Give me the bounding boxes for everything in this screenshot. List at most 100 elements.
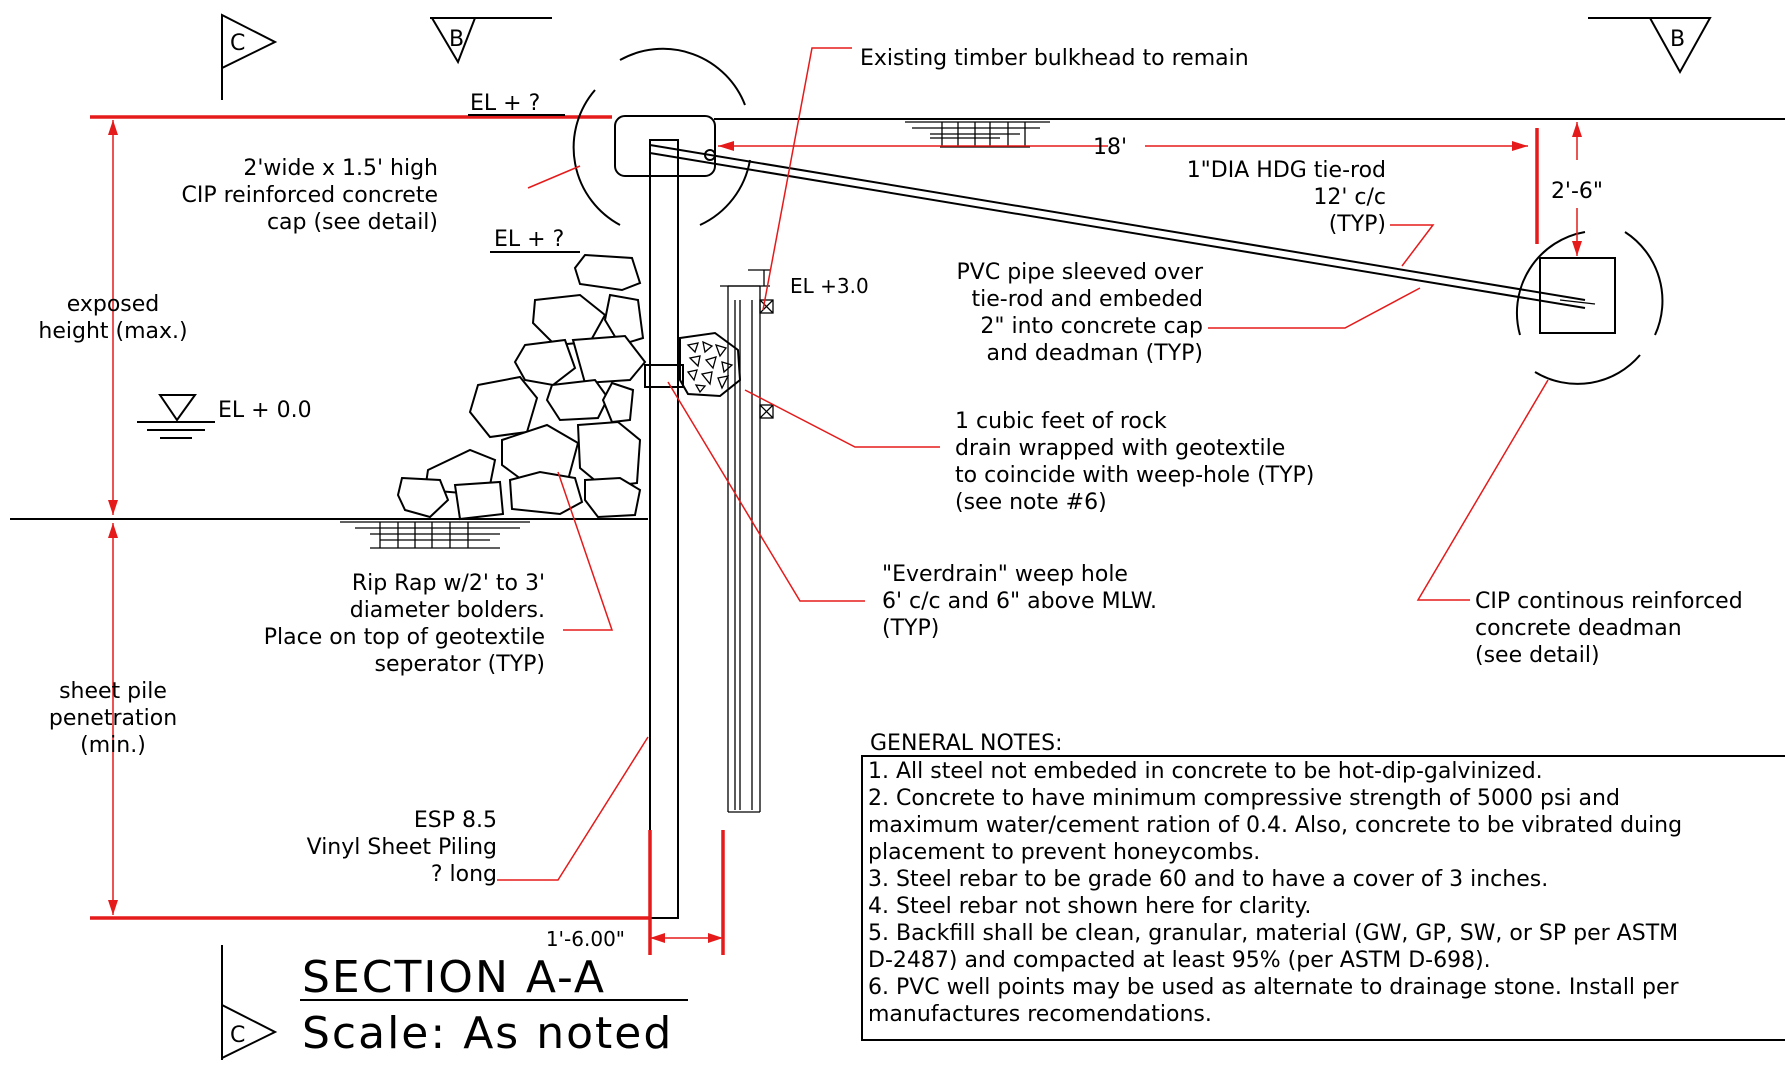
water-elevation-label: EL + 0.0 (218, 398, 312, 423)
section-marker-c-top-label: C (230, 31, 245, 56)
deadman-label-line-1: CIP continous reinforced (1475, 589, 1743, 614)
deadman-depth-label: 2'-6" (1551, 179, 1603, 204)
note-line-2: 2. Concrete to have minimum compressive … (868, 786, 1620, 811)
note-line-7: 5. Backfill shall be clean, granular, ma… (868, 921, 1678, 946)
rock-drain-label: 1 cubic feet of rock drain wrapped with … (955, 409, 1314, 515)
vinyl-sheet-pile (649, 139, 679, 919)
valve-symbol-lower (759, 404, 774, 419)
rip-rap-boulders (396, 253, 647, 521)
note-line-1: 1. All steel not embeded in concrete to … (868, 759, 1543, 784)
deadman-detail-circle (1515, 231, 1664, 385)
pvc-pipe-label-line-3: 2" into concrete cap (980, 314, 1203, 339)
notes-list: 1. All steel not embeded in concrete to … (868, 759, 1682, 1027)
exposed-height-label-line-2: height (max.) (38, 319, 187, 344)
leader-riprap (557, 471, 614, 631)
section-marker-b-right: B (1588, 17, 1712, 75)
rock-drain-label-line-2: drain wrapped with geotextile (955, 436, 1285, 461)
penetration-label-line-2: penetration (49, 706, 177, 731)
exposed-height-dimension (108, 120, 118, 515)
section-title: SECTION A-A (302, 952, 606, 1003)
weep-elevation-label: EL +3.0 (790, 274, 869, 298)
valve-symbol-upper (759, 299, 774, 314)
leader-deadman (1416, 379, 1549, 601)
water-level-symbol (137, 394, 215, 439)
concrete-deadman (1539, 257, 1616, 334)
sheet-piling-label-line-1: ESP 8.5 (414, 808, 497, 833)
note-line-10: manufactures recomendations. (868, 1002, 1212, 1027)
tie-rod-length-dimension (718, 128, 1539, 244)
tie-rod-label-line-2: 12' c/c (1313, 185, 1386, 210)
riprap-label: Rip Rap w/2' to 3' diameter bolders. Pla… (264, 571, 545, 677)
tie-rod-label-line-3: (TYP) (1329, 212, 1386, 237)
leader-rock-drain (744, 389, 940, 448)
soil-hatch-top (905, 121, 1050, 148)
section-marker-b-left: B (430, 17, 552, 65)
weep-hole-label-line-2: 6' c/c and 6" above MLW. (882, 589, 1157, 614)
leader-sheet-piling (497, 736, 649, 881)
note-line-5: 3. Steel rebar to be grade 60 and to hav… (868, 867, 1548, 892)
leader-bulkhead (762, 47, 852, 311)
notes-box (861, 755, 1785, 1041)
riprap-label-line-1: Rip Rap w/2' to 3' (352, 571, 545, 596)
pvc-pipe-label-line-2: tie-rod and embeded (971, 287, 1203, 312)
section-marker-c-bottom: C (221, 945, 278, 1060)
cap-detail-circle (572, 47, 751, 226)
note-line-8: D-2487) and compacted at least 95% (per … (868, 948, 1491, 973)
leader-tie-rod (1390, 224, 1435, 267)
cap-label-line-1: 2'wide x 1.5' high (243, 156, 438, 181)
bulkhead-label: Existing timber bulkhead to remain (860, 46, 1249, 71)
section-marker-c-bottom-label: C (230, 1023, 245, 1048)
section-marker-b-left-label: B (449, 27, 464, 52)
leader-cap (527, 165, 581, 189)
riprap-label-line-4: seperator (TYP) (375, 652, 545, 677)
penetration-label-line-1: sheet pile (59, 679, 167, 704)
section-marker-b-right-label: B (1670, 27, 1685, 52)
tie-rod-label: 1"DIA HDG tie-rod 12' c/c (TYP) (1187, 158, 1386, 237)
weep-hole-label-line-3: (TYP) (882, 616, 939, 641)
note-line-3: maximum water/cement ration of 0.4. Also… (868, 813, 1682, 838)
sheet-piling-label: ESP 8.5 Vinyl Sheet Piling ? long (307, 808, 497, 887)
note-line-4: placement to prevent honeycombs. (868, 840, 1260, 865)
cap-label-line-3: cap (see detail) (267, 210, 438, 235)
rock-drain-label-line-4: (see note #6) (955, 490, 1107, 515)
soil-hatch-bottom (340, 521, 530, 549)
weep-hole-fitting (644, 364, 684, 388)
weep-hole-label: "Everdrain" weep hole 6' c/c and 6" abov… (882, 562, 1157, 641)
leader-weep-hole (667, 381, 865, 602)
pile-offset-dimension (648, 830, 725, 955)
pvc-pipe-label-line-1: PVC pipe sleeved over (957, 260, 1204, 285)
exposed-height-label: exposed height (max.) (38, 292, 187, 344)
pvc-well-point (720, 270, 770, 813)
rock-drain-label-line-1: 1 cubic feet of rock (955, 409, 1167, 434)
riprap-elevation-label: EL + ? (494, 227, 564, 252)
weep-hole-label-line-1: "Everdrain" weep hole (882, 562, 1128, 587)
notes-heading: GENERAL NOTES: (870, 731, 1063, 756)
riprap-label-line-2: diameter bolders. (350, 598, 545, 623)
rock-drain (679, 331, 742, 398)
penetration-label: sheet pile penetration (min.) (49, 679, 177, 758)
pvc-pipe-label-line-4: and deadman (TYP) (987, 341, 1204, 366)
pile-offset-label: 1'-6.00" (546, 927, 625, 951)
deadman-depth-dimension (1572, 122, 1582, 256)
deadman-label: CIP continous reinforced concrete deadma… (1475, 589, 1743, 668)
riprap-label-line-3: Place on top of geotextile (264, 625, 545, 650)
tie-rod (649, 144, 1596, 309)
exposed-height-label-line-1: exposed (67, 292, 160, 317)
leader-pvc-pipe (1208, 287, 1421, 329)
sheet-piling-label-line-2: Vinyl Sheet Piling (307, 835, 497, 860)
concrete-cap (614, 115, 716, 177)
tie-rod-label-line-1: 1"DIA HDG tie-rod (1187, 158, 1386, 183)
tie-rod-length-label: 18' (1093, 135, 1127, 160)
scale-text: Scale: As noted (302, 1008, 673, 1059)
rock-drain-label-line-3: to coincide with weep-hole (TYP) (955, 463, 1314, 488)
sheet-piling-label-line-3: ? long (431, 862, 497, 887)
note-line-9: 6. PVC well points may be used as altern… (868, 975, 1680, 1000)
top-elevation-label: EL + ? (470, 91, 540, 116)
cap-label: 2'wide x 1.5' high CIP reinforced concre… (182, 156, 438, 235)
section-marker-c-top: C (221, 13, 278, 100)
penetration-label-line-3: (min.) (80, 733, 146, 758)
pvc-pipe-label: PVC pipe sleeved over tie-rod and embede… (957, 260, 1204, 366)
penetration-dimension (108, 523, 118, 915)
note-line-6: 4. Steel rebar not shown here for clarit… (868, 894, 1311, 919)
